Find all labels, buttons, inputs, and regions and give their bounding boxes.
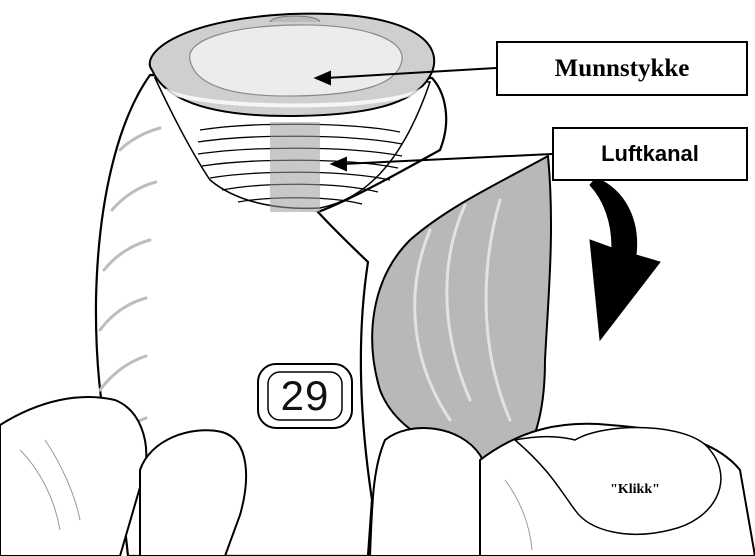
curved-arrow-down-icon xyxy=(590,178,660,340)
label-klikk: "Klikk" xyxy=(590,482,680,498)
label-munnstykke: Munnstykke xyxy=(496,41,748,96)
label-luftkanal: Luftkanal xyxy=(552,127,748,181)
cover xyxy=(372,156,551,470)
mouthpiece xyxy=(150,14,434,116)
dose-counter-value: 29 xyxy=(262,368,348,424)
